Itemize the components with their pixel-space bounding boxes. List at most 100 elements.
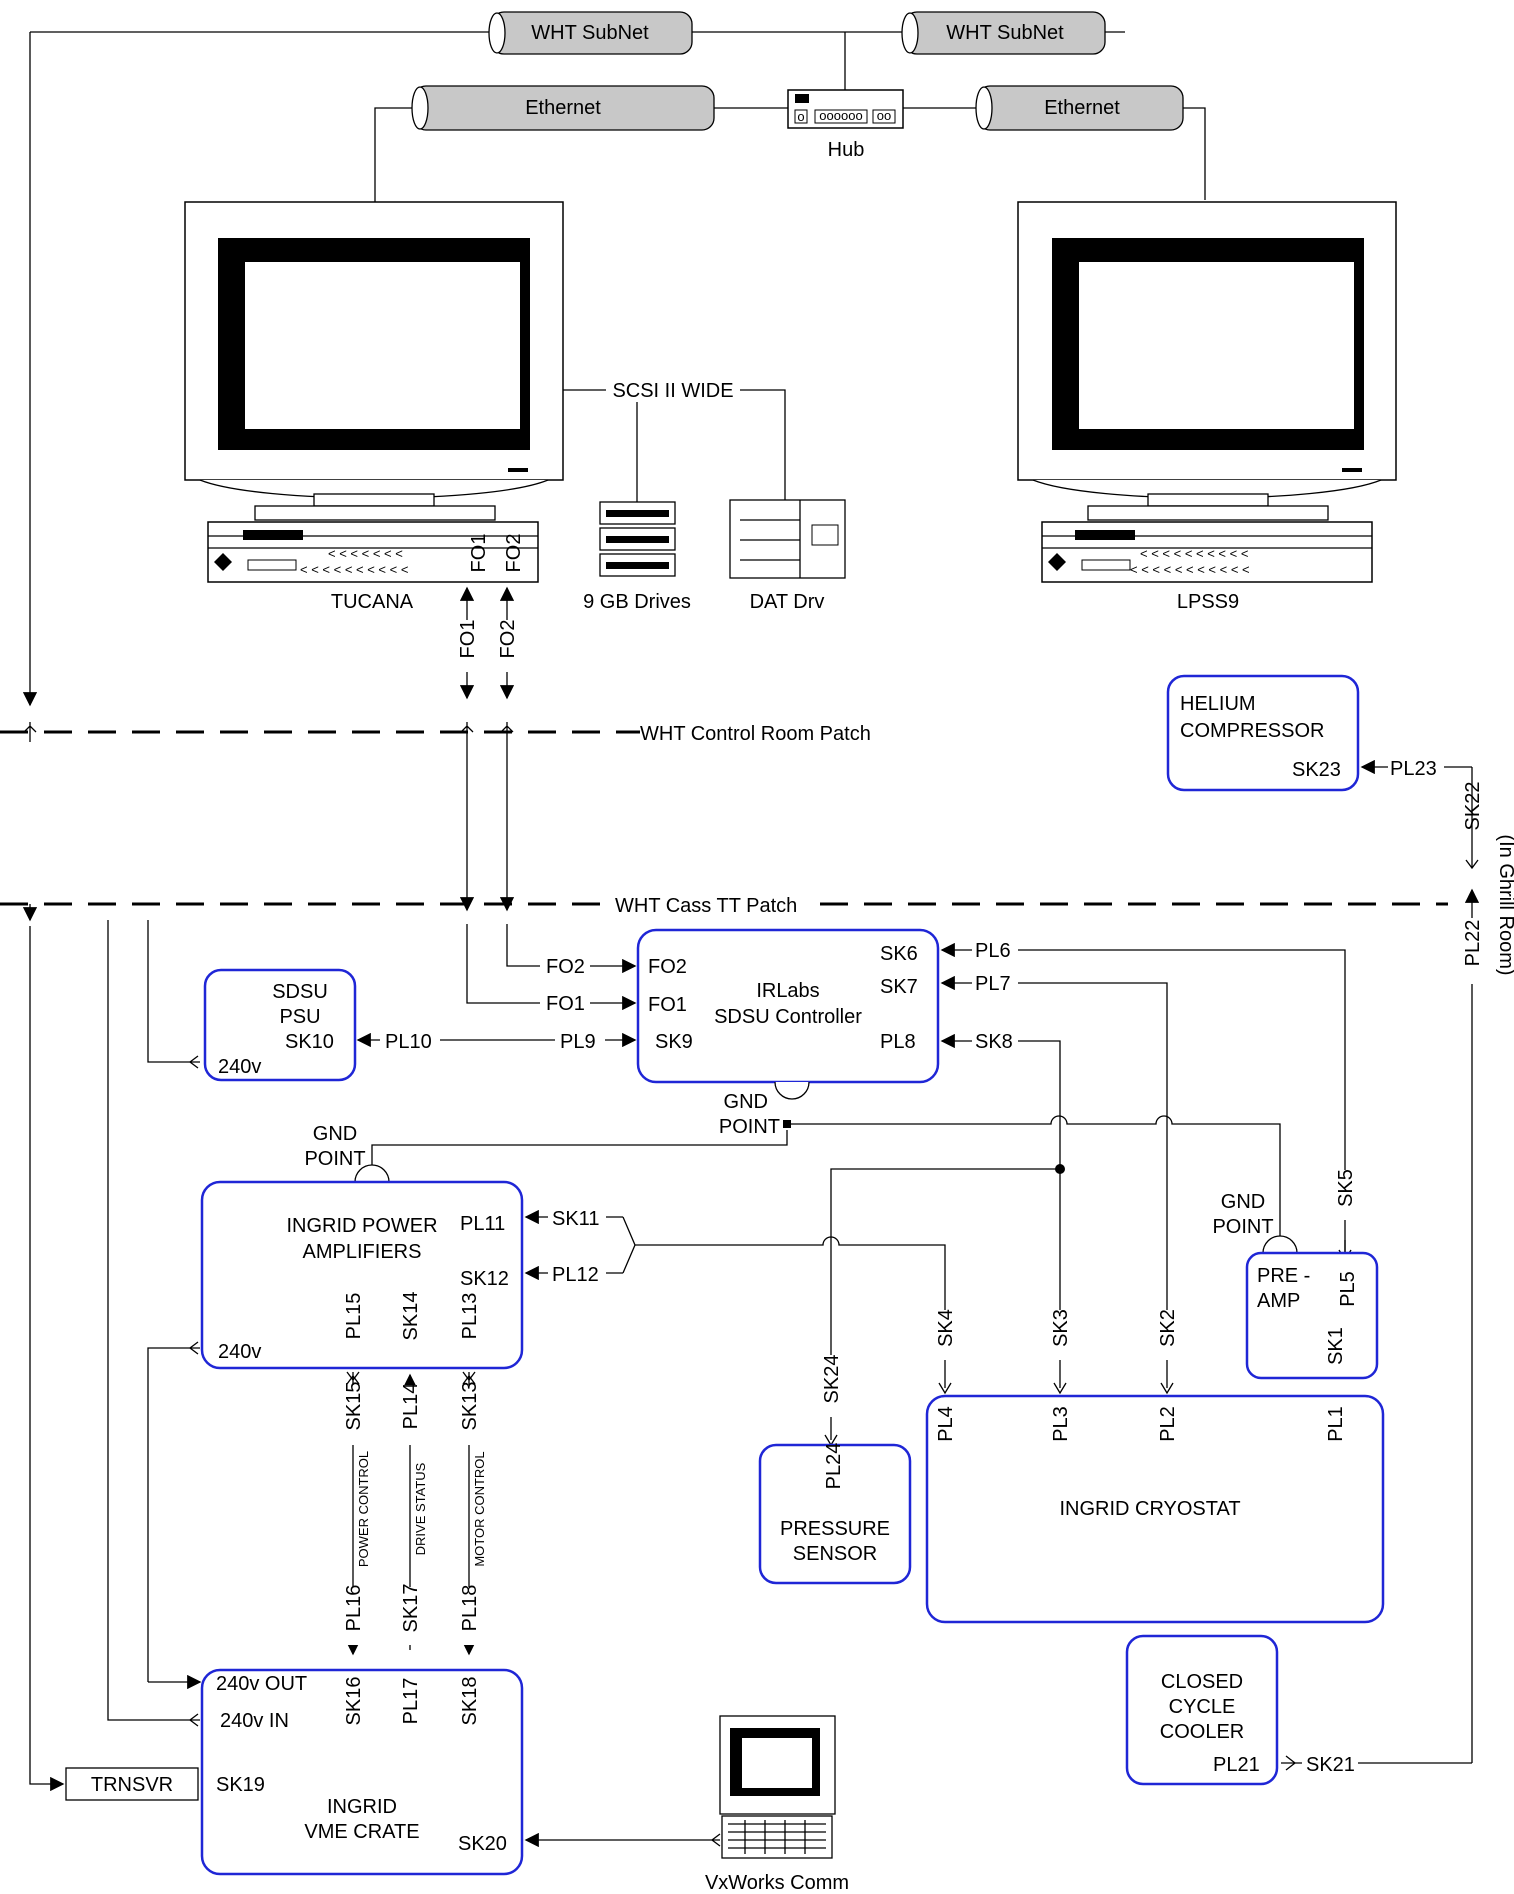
svg-text:PRE -: PRE - — [1257, 1265, 1310, 1287]
svg-text:SK16: SK16 — [343, 1677, 365, 1726]
hub-icon: o oooooo oo — [787, 89, 904, 129]
svg-text:PL5: PL5 — [1337, 1271, 1359, 1307]
fo2-drop-label: FO2 — [497, 620, 519, 659]
controller-connections: FO2 FO1 PL10 PL9 — [107, 920, 637, 1721]
svg-text:PL7: PL7 — [975, 973, 1011, 995]
svg-text:FO2: FO2 — [546, 956, 585, 978]
svg-text:PL24: PL24 — [823, 1443, 845, 1490]
svg-text:CLOSED: CLOSED — [1161, 1671, 1243, 1693]
cass-patch-label: WHT Cass TT Patch — [615, 895, 797, 917]
svg-text:GND: GND — [1221, 1191, 1265, 1213]
trnsvr-label: TRNSVR — [91, 1774, 173, 1796]
tucana-label: TUCANA — [331, 591, 414, 613]
svg-text:240v OUT: 240v OUT — [216, 1673, 307, 1695]
dat-drive-icon — [729, 499, 846, 579]
ground-network — [354, 1081, 1298, 1254]
svg-text:SK4: SK4 — [935, 1309, 957, 1347]
amp-vme-cables: SK15 PL14 SK13 PL16 SK17 PL18 POWER CONT… — [341, 1371, 487, 1656]
vme-crate-box — [200, 1668, 524, 1876]
svg-text:SK5: SK5 — [1335, 1169, 1357, 1207]
disk-drives-icon — [599, 501, 676, 577]
dat-label: DAT Drv — [750, 591, 825, 613]
fibre-drops: FO1 FO2 — [455, 586, 519, 700]
svg-text:SK8: SK8 — [975, 1031, 1013, 1053]
svg-text:FO1: FO1 — [648, 994, 687, 1016]
svg-text:COOLER: COOLER — [1160, 1721, 1244, 1743]
tucana-fo2-port: FO2 — [503, 534, 525, 573]
svg-text:PL9: PL9 — [560, 1031, 596, 1053]
svg-text:SENSOR: SENSOR — [793, 1543, 877, 1565]
svg-text:GND: GND — [724, 1091, 768, 1113]
subnet-right-label: WHT SubNet — [946, 22, 1064, 44]
cooler-cable: SK21 — [1281, 1751, 1472, 1776]
svg-text:CYCLE: CYCLE — [1169, 1696, 1236, 1718]
control-room-patch-label: WHT Control Room Patch — [640, 723, 871, 745]
ethernet-right-label: Ethernet — [1044, 97, 1120, 119]
tucana-fo1-port: FO1 — [468, 534, 490, 573]
power-amplifiers-box — [200, 1180, 524, 1370]
svg-text:< < < < < < < < < <: < < < < < < < < < < — [1140, 546, 1248, 561]
controller-right-cables: PL6 PL7 SK8 — [940, 938, 1346, 1388]
svg-text:SK6: SK6 — [880, 943, 918, 965]
svg-text:SK13: SK13 — [459, 1382, 481, 1431]
svg-text:DRIVE STATUS: DRIVE STATUS — [413, 1462, 428, 1555]
ethernet-cable-left: Ethernet — [411, 85, 715, 131]
svg-text:oo: oo — [877, 108, 891, 123]
svg-text:240v: 240v — [218, 1341, 261, 1363]
svg-text:SK18: SK18 — [459, 1677, 481, 1726]
svg-text:PL14: PL14 — [400, 1383, 422, 1430]
svg-text:VME CRATE: VME CRATE — [304, 1821, 419, 1843]
svg-text:POWER CONTROL: POWER CONTROL — [356, 1451, 371, 1567]
svg-text:SDSU Controller: SDSU Controller — [714, 1006, 862, 1028]
subnet-left-label: WHT SubNet — [531, 22, 649, 44]
preamp-box — [1245, 1251, 1379, 1380]
svg-text:AMP: AMP — [1257, 1290, 1300, 1312]
svg-text:< < < < < < < < < <: < < < < < < < < < < < — [1130, 562, 1250, 577]
svg-text:INGRID POWER: INGRID POWER — [286, 1215, 437, 1237]
sdsu-psu-sk10: SK10 — [285, 1031, 334, 1053]
svg-text:SK21: SK21 — [1306, 1754, 1355, 1776]
cryostat-box — [925, 1394, 1385, 1624]
svg-text:POINT: POINT — [304, 1148, 365, 1170]
svg-text:PRESSURE: PRESSURE — [780, 1518, 890, 1540]
svg-text:PL1: PL1 — [1325, 1406, 1347, 1442]
svg-text:PL18: PL18 — [459, 1585, 481, 1632]
ethernet-left-label: Ethernet — [525, 97, 601, 119]
svg-text:PL22: PL22 — [1462, 920, 1484, 967]
svg-text:POINT: POINT — [1212, 1216, 1273, 1238]
cryostat-title: INGRID CRYOSTAT — [1059, 1498, 1240, 1520]
svg-text:COMPRESSOR: COMPRESSOR — [1180, 720, 1324, 742]
svg-text:< < < < < < < < < <: < < < < < < < < < < — [300, 562, 408, 577]
cryostat-cables: SK4 SK3 SK2 SK24 SK5 — [819, 1169, 1357, 1447]
tucana-cpu-icon: < < < < < < < < < < < < < < < < < FO1 FO… — [207, 521, 539, 583]
svg-text:PL16: PL16 — [343, 1585, 365, 1632]
svg-text:PL8: PL8 — [880, 1031, 916, 1053]
helium-compressor-box — [1166, 674, 1360, 792]
sdsu-psu-box — [203, 968, 357, 1082]
helium-cables: PL23 SK22 PL22 (In Ghrill Room) — [1360, 755, 1514, 1763]
hub-label: Hub — [828, 139, 865, 161]
svg-text:SDSU: SDSU — [272, 981, 328, 1003]
svg-text:AMPLIFIERS: AMPLIFIERS — [303, 1241, 422, 1263]
svg-text:o: o — [797, 109, 804, 124]
svg-text:PSU: PSU — [279, 1006, 320, 1028]
svg-text:SK19: SK19 — [216, 1774, 265, 1796]
svg-text:< < < < < < <: < < < < < < < — [328, 546, 403, 561]
closed-cycle-cooler-box — [1125, 1634, 1279, 1786]
svg-text:POINT: POINT — [719, 1116, 780, 1138]
svg-text:PL23: PL23 — [1390, 758, 1437, 780]
trnsvr-box — [65, 1767, 199, 1801]
svg-text:FO2: FO2 — [648, 956, 687, 978]
amp-cables: SK11 PL12 — [524, 1164, 1346, 1440]
svg-text:SK17: SK17 — [400, 1584, 422, 1633]
lpss9-cpu-icon: < < < < < < < < < < < < < < < < < < < < … — [1041, 521, 1373, 583]
svg-text:FO1: FO1 — [546, 993, 585, 1015]
svg-text:SK24: SK24 — [821, 1355, 843, 1404]
patch-junctions — [22, 722, 515, 922]
svg-text:240v IN: 240v IN — [220, 1710, 289, 1732]
svg-text:SK9: SK9 — [655, 1031, 693, 1053]
power-feeds — [29, 926, 202, 1792]
svg-text:PL3: PL3 — [1050, 1406, 1072, 1442]
lpss9-monitor-icon — [1017, 201, 1397, 521]
